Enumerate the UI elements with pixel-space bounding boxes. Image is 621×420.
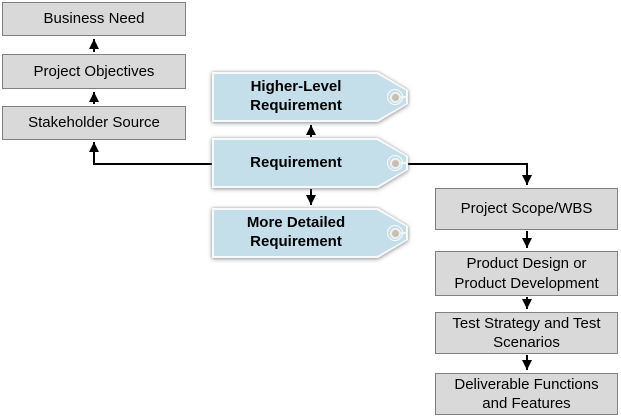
tag-requirement: Requirement (212, 138, 408, 188)
grommet-hole (389, 157, 401, 169)
tag-label-line: Higher-Level (250, 78, 342, 96)
tag-shape-fill (214, 74, 406, 120)
node-label: Project Scope/WBS (460, 200, 593, 218)
node-test-strategy: Test Strategy and Test Scenarios (435, 312, 618, 354)
node-label-line: Scenarios (493, 334, 560, 351)
tag-shape-fill (214, 140, 406, 186)
arrow-requirement-to-scope (408, 163, 532, 185)
tag-more-detailed-requirement: More Detailed Requirement (212, 208, 408, 258)
node-label-line: Product Development (454, 274, 599, 292)
node-label: Project Objectives (33, 62, 155, 80)
grommet-string (401, 96, 408, 98)
node-label-line: Product Design or (466, 255, 587, 273)
tag-label-line: Requirement (250, 97, 342, 114)
node-label: Stakeholder Source (28, 114, 160, 132)
tag-higher-level-requirement: Higher-Level Requirement (212, 72, 408, 122)
node-stakeholder-source: Stakeholder Source (2, 106, 186, 140)
node-label-line: Deliverable Functions (454, 375, 599, 393)
node-project-objectives: Project Objectives (2, 54, 186, 89)
tag-label-line: More Detailed (246, 214, 346, 232)
grommet-hole (389, 91, 401, 103)
node-product-design: Product Design or Product Development (435, 251, 618, 296)
node-label-line: Test Strategy and Test (452, 314, 601, 332)
grommet-string (401, 232, 408, 234)
tag-label: Requirement (212, 138, 380, 188)
tag-label-line: Requirement (250, 233, 342, 250)
tag-shape-fill (214, 210, 406, 256)
grommet-hole (389, 227, 401, 239)
node-label: Business Need (43, 10, 145, 28)
arrow-requirement-to-source (89, 142, 212, 165)
node-business-need: Business Need (2, 2, 186, 36)
tag-label-line: Requirement (250, 153, 342, 171)
tag-label: Higher-Level Requirement (212, 72, 380, 122)
grommet-string (401, 162, 408, 164)
node-deliverable-functions: Deliverable Functions and Features (435, 373, 618, 415)
node-label-line: and Features (482, 395, 571, 412)
tag-label: More Detailed Requirement (212, 208, 380, 258)
node-project-scope-wbs: Project Scope/WBS (435, 188, 618, 230)
